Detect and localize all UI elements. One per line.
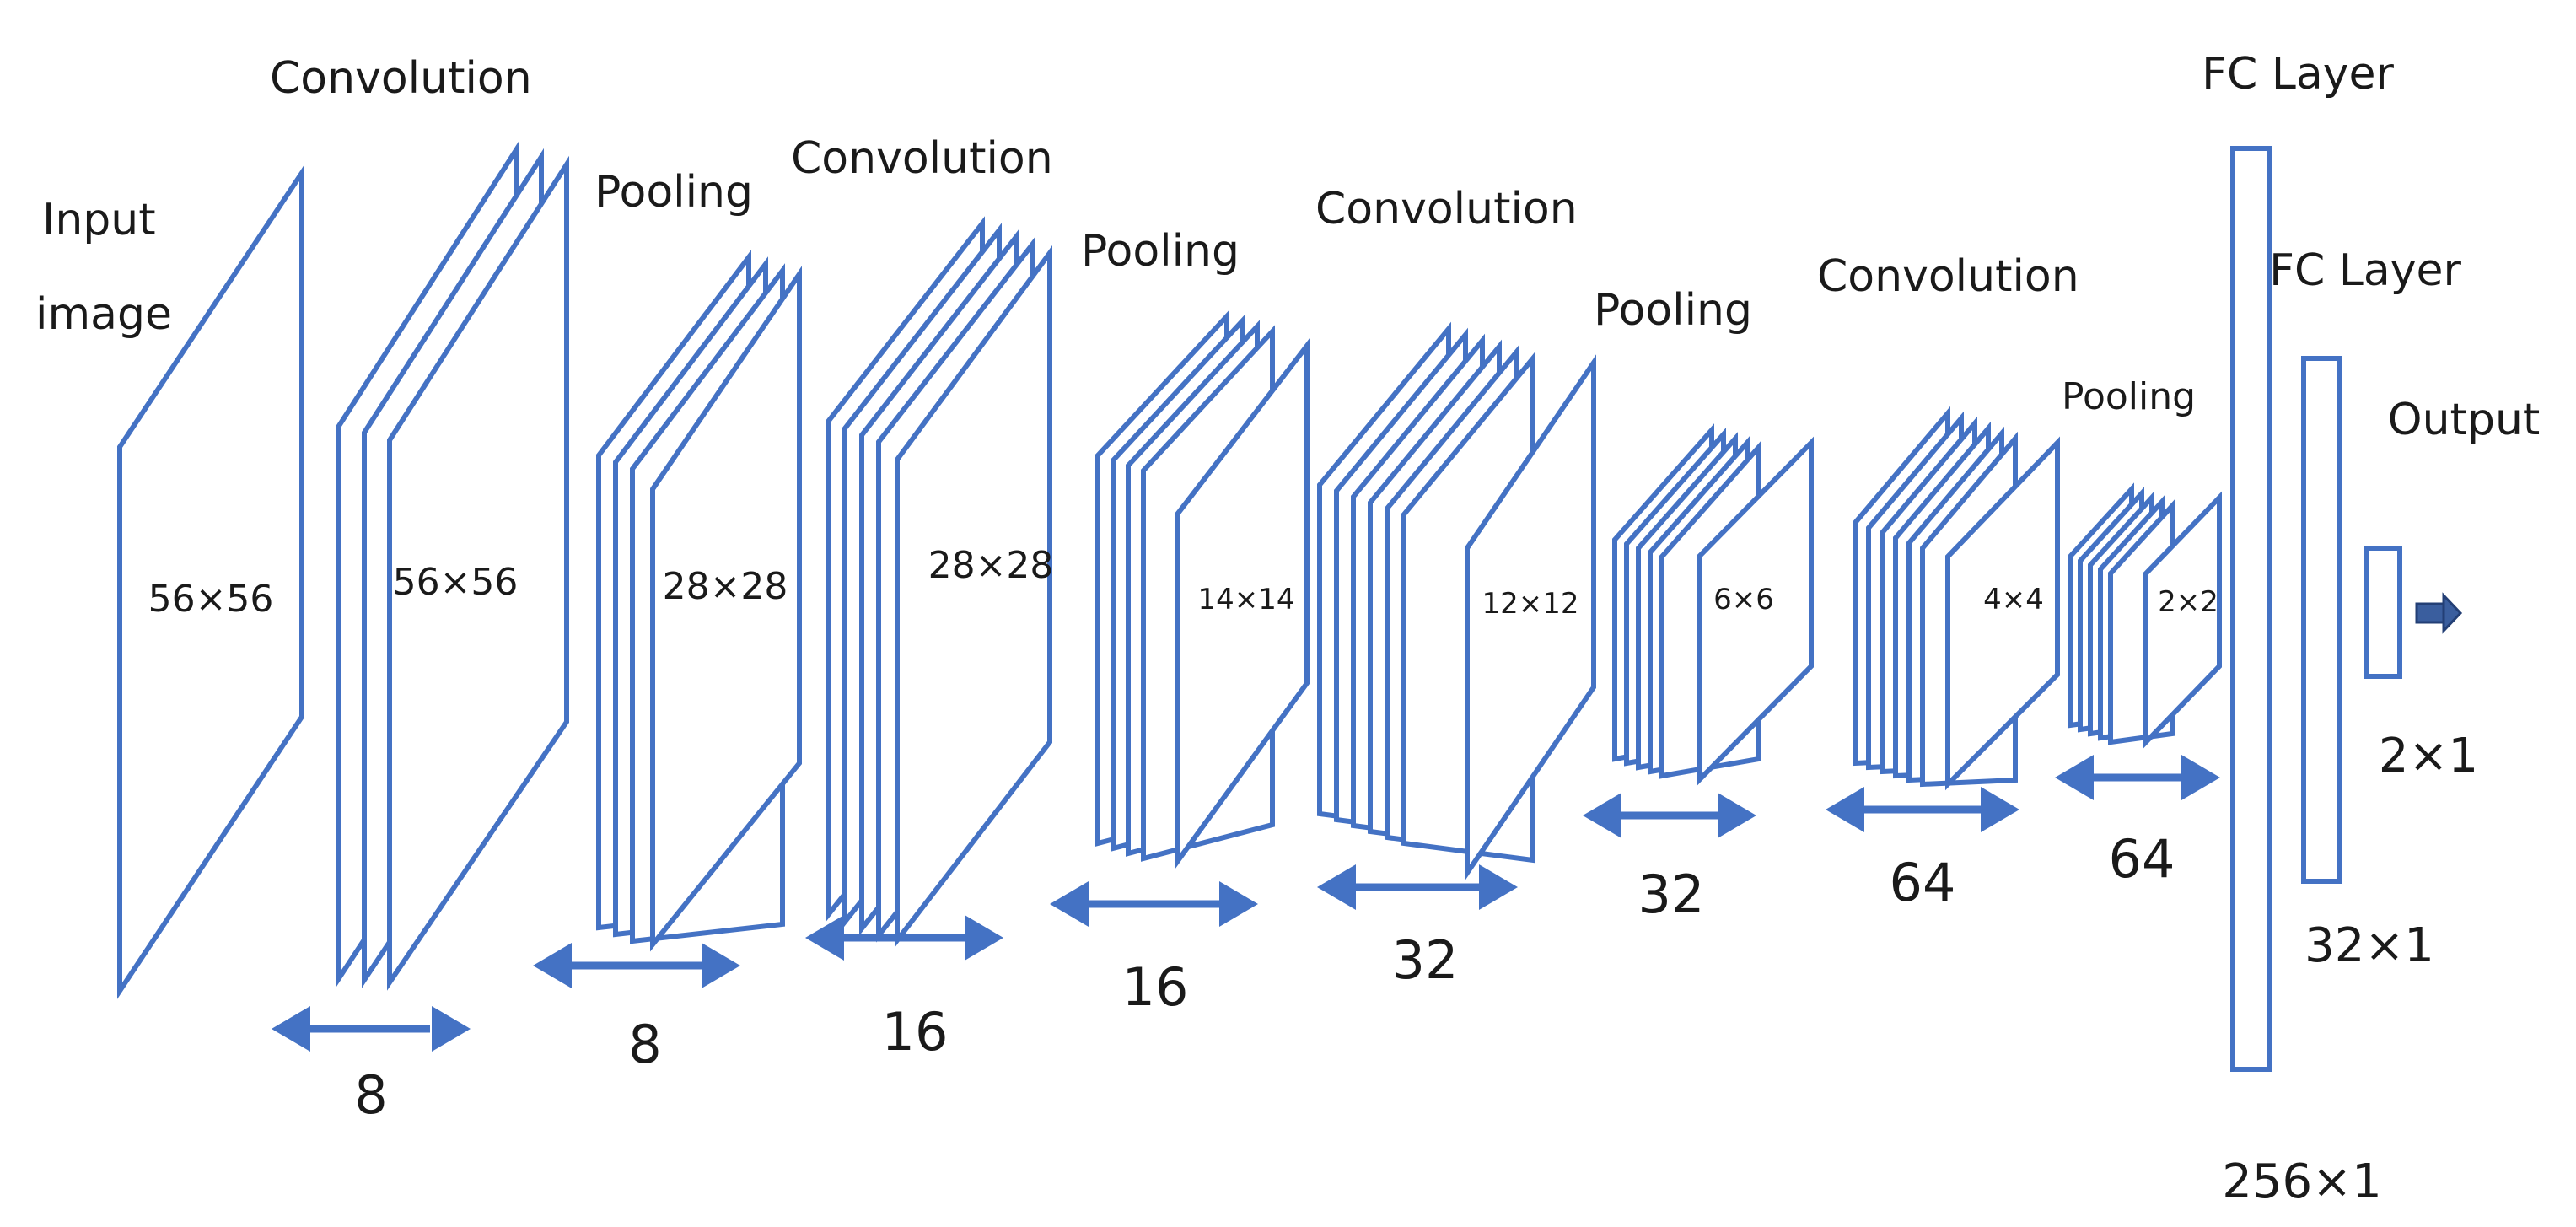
pool3-size-label: 6×6	[1713, 583, 1774, 616]
pool3-label: Pooling	[1594, 285, 1752, 336]
output-layer: Output 2×1	[2364, 395, 2541, 783]
conv3-label: Convolution	[1315, 184, 1578, 234]
pool2-label: Pooling	[1081, 226, 1240, 277]
conv3-sheet	[1465, 354, 1596, 881]
conv1-label: Convolution	[270, 53, 532, 104]
conv3-depth-arrow	[1317, 864, 1518, 910]
fc1-size-label: 256×1	[2222, 1154, 2381, 1209]
conv1-depth-arrow	[272, 1006, 471, 1052]
pool1-depth-arrow	[533, 943, 740, 988]
conv3-layer: Convolution 12×12 32	[1315, 184, 1596, 991]
pool4-sheet	[2143, 491, 2222, 749]
output-size-label: 2×1	[2379, 729, 2478, 783]
conv3-size-label: 12×12	[1482, 587, 1578, 621]
conv4-count-label: 64	[1890, 852, 1956, 913]
output-bar	[2364, 546, 2402, 679]
conv2-layer: Convolution 28×28 16	[791, 133, 1053, 1063]
pool1-label: Pooling	[594, 167, 753, 218]
conv2-count-label: 16	[882, 1001, 949, 1063]
conv1-count-label: 8	[354, 1064, 387, 1126]
pool4-layer: Pooling 2×2 64	[2055, 375, 2222, 890]
conv4-label: Convolution	[1817, 251, 2079, 302]
pool4-count-label: 64	[2109, 828, 2175, 890]
pool2-depth-arrow	[1050, 881, 1258, 927]
input-label-line2: image	[35, 289, 172, 340]
output-label: Output	[2388, 395, 2541, 445]
pool1-size-label: 28×28	[663, 565, 788, 608]
arrow-right-icon	[2415, 592, 2463, 634]
pool3-layer: Pooling 6×6 32	[1583, 285, 1814, 925]
conv2-label: Convolution	[791, 133, 1053, 184]
conv4-layer: Convolution 4×4 64	[1817, 251, 2079, 913]
pool2-size-label: 14×14	[1197, 583, 1294, 616]
pool3-sheet	[1697, 436, 1814, 787]
conv2-depth-arrow	[805, 915, 1003, 961]
conv1-layer: Convolution 56×56 8	[270, 53, 569, 1126]
fc1-label: FC Layer	[2202, 49, 2394, 100]
fc2-bar	[2301, 356, 2342, 884]
pool1-count-label: 8	[628, 1014, 661, 1075]
pool3-depth-arrow	[1583, 793, 1756, 838]
fc2-layer: FC Layer 32×1	[2269, 245, 2461, 973]
fc2-size-label: 32×1	[2304, 918, 2434, 973]
conv2-size-label: 28×28	[928, 544, 1054, 587]
conv3-count-label: 32	[1392, 929, 1459, 991]
input-size-label: 56×56	[148, 578, 274, 621]
pool2-sheet	[1175, 338, 1310, 870]
conv4-sheet	[1945, 436, 2060, 791]
pool4-size-label: 2×2	[2158, 585, 2218, 619]
pool1-sheet	[650, 266, 802, 952]
pool4-label: Pooling	[2062, 375, 2196, 418]
conv1-sheet	[387, 155, 569, 991]
conv2-sheet	[895, 245, 1052, 948]
pool2-count-label: 16	[1122, 956, 1189, 1018]
input-sheet	[117, 164, 304, 999]
conv1-size-label: 56×56	[393, 561, 519, 604]
pool3-count-label: 32	[1638, 864, 1705, 925]
pool2-layer: Pooling 14×14 16	[1050, 226, 1310, 1018]
pool1-layer: Pooling 28×28 8	[533, 167, 802, 1075]
fc2-label: FC Layer	[2269, 245, 2461, 296]
fc1-bar	[2230, 146, 2272, 1072]
pool4-depth-arrow	[2055, 755, 2220, 800]
input-layer: Input image 56×56	[35, 164, 304, 999]
fc1-layer: FC Layer 256×1	[2202, 49, 2394, 1209]
conv4-depth-arrow	[1826, 787, 2019, 832]
input-label-line1: Input	[42, 195, 156, 245]
conv4-size-label: 4×4	[1983, 583, 2044, 616]
